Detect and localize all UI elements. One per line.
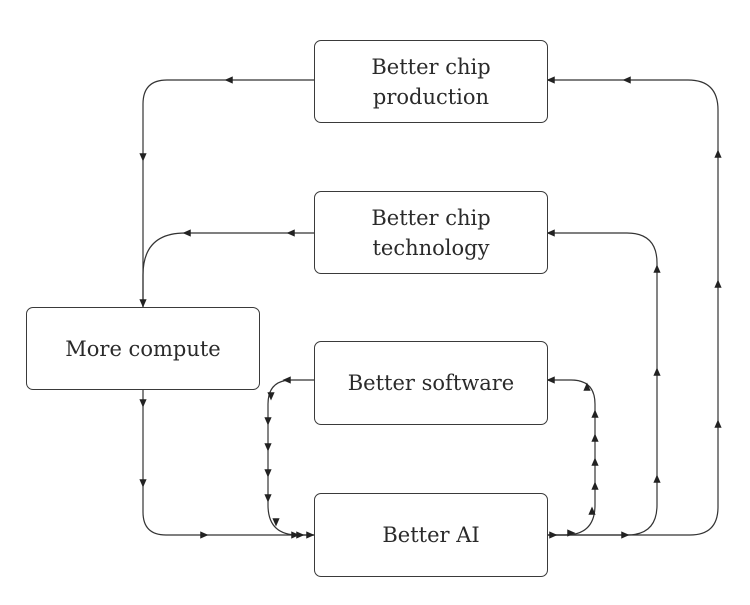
edge-ai-to-technology [547,232,658,536]
edge-software-to-ai [267,379,315,536]
arrowhead [591,433,599,442]
arrowhead [200,531,209,539]
arrowhead [714,419,722,428]
edge-technology-to-compute [142,232,315,307]
arrowhead [546,76,555,84]
node-better-chip-production: Better chip production [314,40,548,123]
arrowhead [291,531,300,539]
arrowhead [583,382,591,391]
arrowhead [264,417,272,426]
node-label: Better software [347,371,515,395]
arrowhead [296,531,305,539]
arrowhead [653,367,661,376]
arrowhead [272,518,280,527]
edge-ai-to-software [547,379,596,536]
arrowhead [224,76,233,84]
arrowhead [546,376,555,384]
node-label: Better AI [382,523,480,547]
edge-ai-to-production [547,79,719,536]
node-label: More compute [65,336,221,361]
arrowhead [591,481,599,490]
arrowhead [139,399,147,408]
arrowhead [588,506,596,515]
edge-compute-to-ai [142,390,315,536]
arrowhead [139,153,147,162]
node-label-line: production [372,84,490,109]
arrowhead [567,529,576,537]
arrowhead [591,409,599,418]
node-label-line: Better chip [371,54,491,79]
node-better-chip-technology: Better chip technology [314,191,548,274]
arrowhead [714,279,722,288]
arrowhead [264,443,272,452]
node-more-compute: More compute [26,307,260,390]
node-label-line: Better chip [371,205,491,230]
arrowhead [182,229,191,237]
edge-production-to-compute [142,79,315,307]
arrowhead [714,149,722,158]
node-label-line: technology [372,235,490,260]
arrowhead [653,474,661,483]
arrowhead [267,392,275,401]
node-better-software: Better software [314,341,548,425]
arrowhead [621,531,630,539]
arrowhead [622,76,631,84]
arrowhead [286,229,295,237]
arrowhead [306,531,315,539]
arrowhead [139,479,147,488]
arrowhead [264,494,272,503]
arrowhead [282,376,291,384]
arrowhead [546,229,555,237]
arrowhead [139,299,147,308]
node-better-ai: Better AI [314,493,548,577]
arrowhead [264,469,272,478]
arrowhead [653,264,661,273]
arrowhead [591,457,599,466]
arrowhead [549,531,558,539]
